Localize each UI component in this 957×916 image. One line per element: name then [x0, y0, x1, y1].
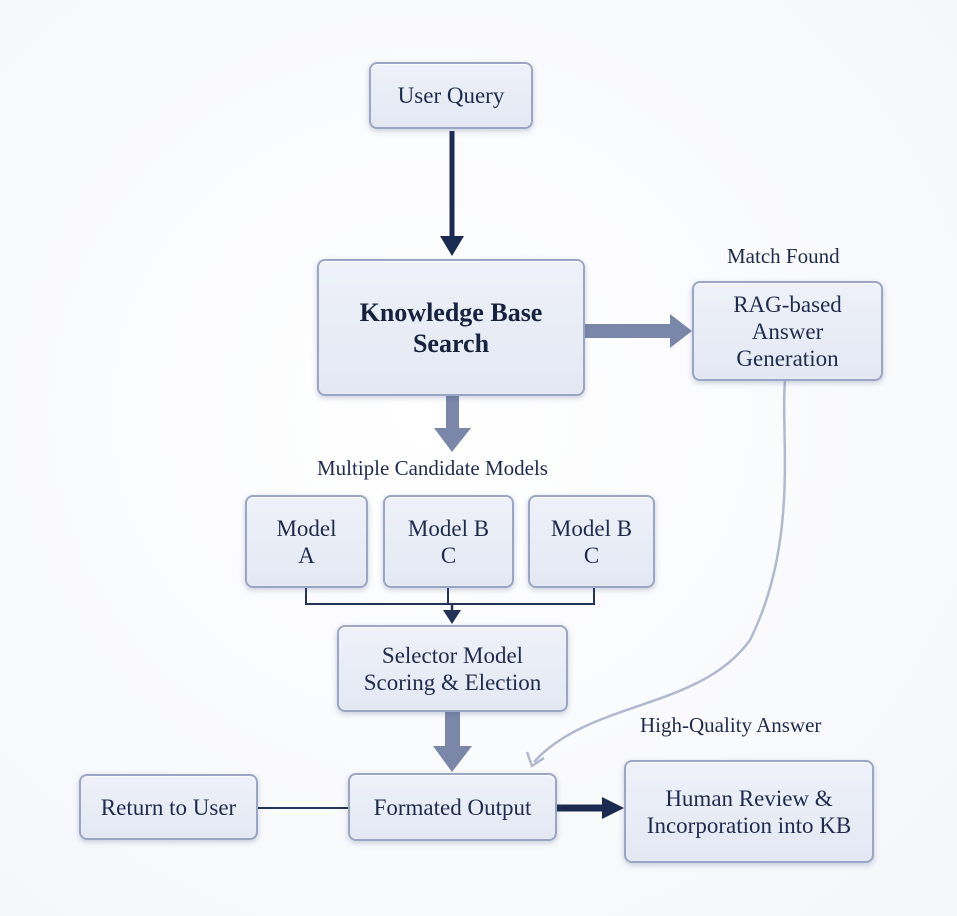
node-human-review-label: Human Review & Incorporation into KB [646, 785, 852, 838]
node-user-query-label: User Query [397, 83, 505, 108]
label-high-quality-answer: High-Quality Answer [640, 713, 822, 737]
arrow-query-to-kb [440, 131, 464, 256]
node-knowledge-base-search: Knowledge Base Search [317, 259, 585, 396]
node-knowledge-base-search-label: Knowledge Base Search [359, 297, 543, 358]
node-model-a-label: Model A [276, 515, 337, 568]
node-return-to-user-label: Return to User [100, 794, 237, 820]
node-human-review: Human Review & Incorporation into KB [624, 760, 874, 863]
node-model-b-1-label: Model B C [407, 515, 490, 568]
curve-rag-to-output [525, 380, 787, 768]
node-rag-answer-generation-label: RAG-based Answer Generation [733, 291, 842, 371]
arrow-kb-to-rag [585, 314, 692, 348]
label-multiple-candidate-models: Multiple Candidate Models [317, 456, 548, 480]
node-model-b-1: Model B C [383, 495, 514, 588]
node-model-a: Model A [245, 495, 368, 588]
node-model-b-2: Model B C [528, 495, 655, 588]
node-formatted-output: Formated Output [348, 773, 557, 841]
label-match-found: Match Found [727, 244, 840, 268]
arrow-output-to-review [557, 797, 624, 819]
node-formatted-output-label: Formated Output [373, 794, 532, 820]
node-model-b-2-label: Model B C [550, 515, 633, 568]
node-rag-answer-generation: RAG-based Answer Generation [692, 281, 883, 381]
node-selector-model-label: Selector Model Scoring & Election [363, 642, 542, 695]
models-merge-connector [305, 588, 595, 624]
node-selector-model: Selector Model Scoring & Election [337, 625, 568, 712]
arrow-kb-to-models [434, 396, 471, 452]
arrow-selector-to-output [433, 712, 472, 772]
node-user-query: User Query [369, 62, 533, 129]
node-return-to-user: Return to User [79, 774, 258, 840]
